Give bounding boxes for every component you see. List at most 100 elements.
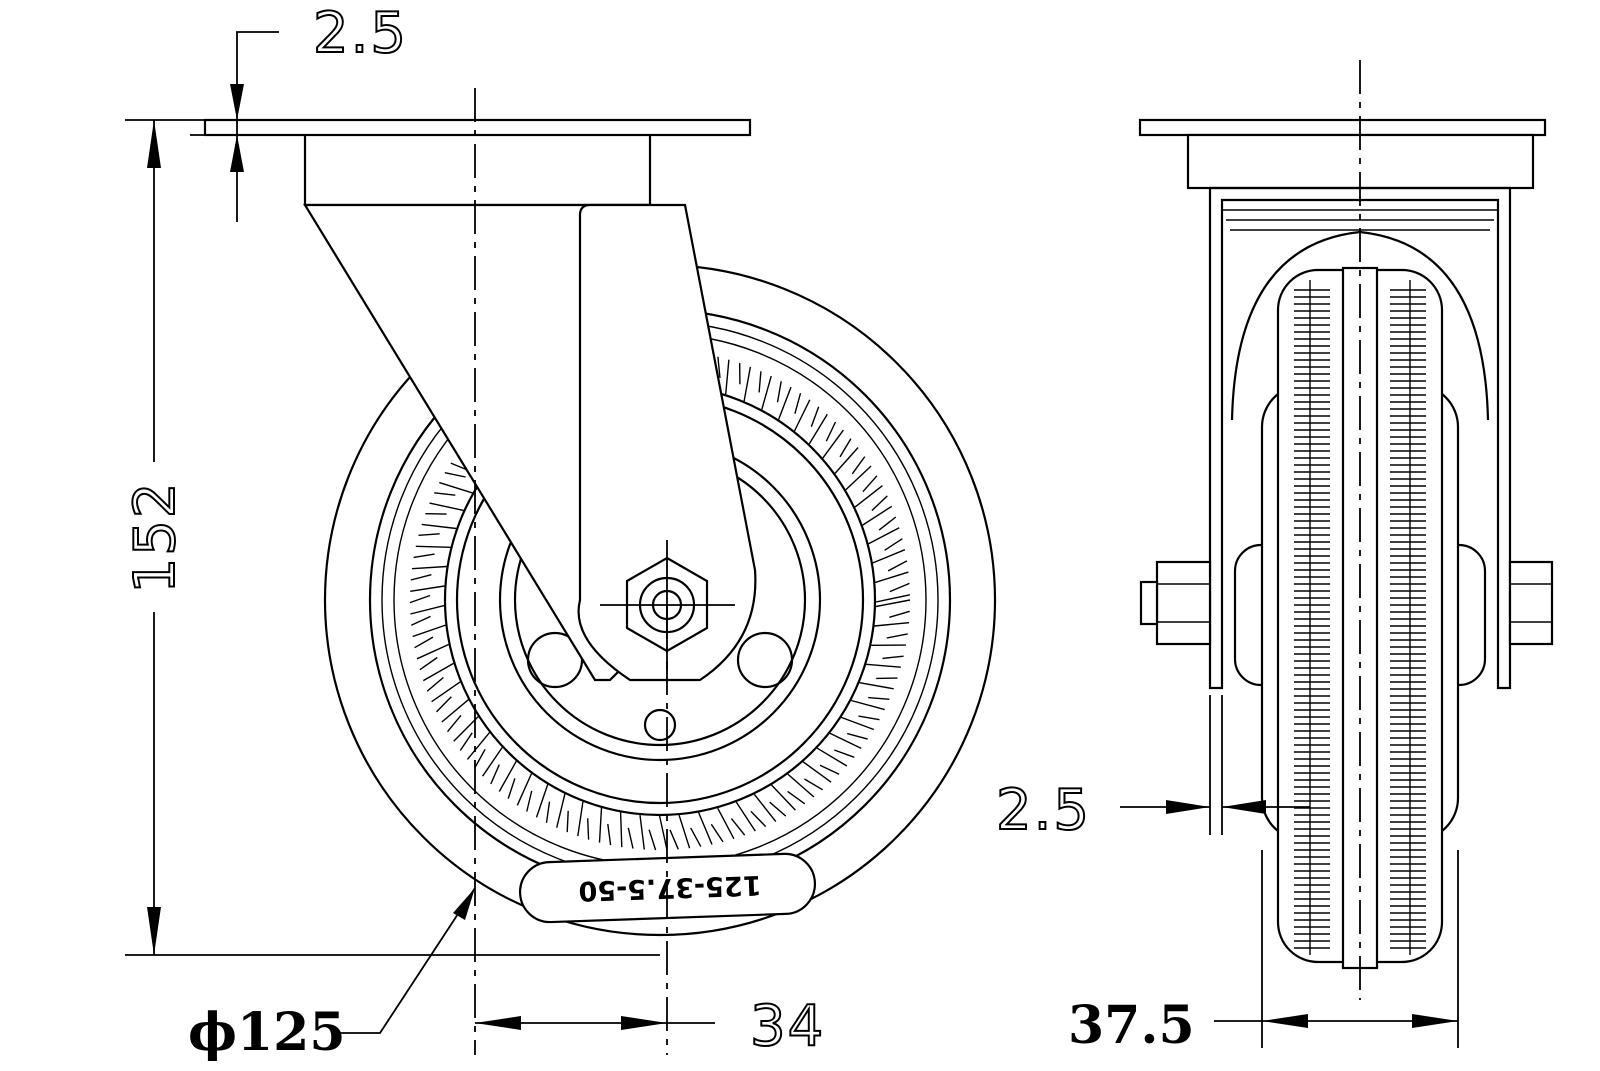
tread-hatch-line <box>887 560 908 572</box>
tread-hatch-line <box>761 375 772 410</box>
tread-hatch-line <box>875 571 909 584</box>
tread-hatch-line <box>875 599 911 608</box>
tread-hatch-line <box>429 502 464 512</box>
fork-leg <box>577 203 757 682</box>
dimension-bracket-thickness: 2.5 <box>995 695 1310 844</box>
tread-hatch-line <box>482 747 503 777</box>
tread-hatch-line <box>875 594 911 603</box>
hub-hole-bottom <box>643 708 677 742</box>
tread-hatch-line <box>410 574 432 581</box>
tread-hatch-line <box>884 538 903 551</box>
tread-hatch-line <box>787 773 815 798</box>
plate-thickness-label: 2.5 <box>313 1 408 66</box>
tread-hatch-line <box>498 760 517 792</box>
tread-hatch-line <box>871 495 888 512</box>
tread-hatch-line <box>415 545 451 548</box>
tread-hatch-line <box>735 801 756 832</box>
tread-hatch-line <box>847 732 868 740</box>
tread-hatch-line <box>710 823 724 843</box>
tread-hatch-line <box>507 778 516 799</box>
tread-hatch-line <box>839 438 852 458</box>
tread-hatch-line <box>412 624 446 638</box>
tread-hatch-line <box>426 676 444 692</box>
tread-hatch-line <box>717 807 735 840</box>
tread-hatch-line <box>862 505 893 526</box>
side-axle-bolt <box>1139 560 1554 646</box>
wheel-marking-text: 125-37.5-50 <box>578 869 762 906</box>
tread-hatch-line <box>804 778 824 791</box>
dimension-total-height: 152 <box>122 119 660 956</box>
tread-hatch-line <box>669 829 679 850</box>
tread-hatch-line <box>418 533 440 536</box>
tread-hatch-line <box>413 553 435 559</box>
wheel-width-label: 37.5 <box>1068 995 1195 1056</box>
tread-hatch-line <box>466 732 491 760</box>
tread-hatch-line <box>859 682 894 690</box>
tread-hatch-line <box>834 447 859 474</box>
tread-hatch-line <box>409 594 431 604</box>
tread-hatch-line <box>490 764 500 785</box>
tread-hatch-line <box>648 829 657 851</box>
tread-hatch-line <box>886 633 908 639</box>
tread-hatch-line <box>776 381 782 403</box>
tread-hatch-line <box>639 815 645 850</box>
tread-hatch-line <box>872 549 906 564</box>
tread-hatch-line <box>690 827 702 847</box>
dimension-plate-thickness: 2.5 <box>190 0 408 222</box>
tread-hatch-line <box>678 814 691 849</box>
tread-hatch-line <box>730 818 746 836</box>
tread-hatch-line <box>439 481 473 494</box>
tread-hatch-line <box>556 793 566 828</box>
tread-hatch-line <box>627 827 634 849</box>
front-view: 125-37.5-50 <box>203 88 997 1055</box>
tread-hatch-line <box>411 615 431 626</box>
side-top-plate <box>1138 118 1547 137</box>
tread-hatch-line <box>459 732 473 751</box>
tread-hatch-line <box>868 527 900 545</box>
swivel-offset-label: 34 <box>750 994 825 1059</box>
tread-hatch-line <box>434 492 456 496</box>
tread-hatch-line <box>822 429 844 459</box>
tread-hatch-line <box>777 386 792 420</box>
tread-hatch-line <box>829 732 862 750</box>
tread-hatch-line <box>422 662 454 682</box>
swivel-housing <box>303 131 652 682</box>
tread-hatch-line <box>410 604 445 615</box>
tread-hatch-line <box>411 565 447 570</box>
tread-hatch-line <box>802 761 832 783</box>
tread-hatch-line <box>526 790 533 812</box>
tread-hatch-line <box>535 784 549 818</box>
tread-hatch-line <box>474 748 486 769</box>
tread-hatch-line <box>431 681 461 703</box>
tread-hatch-line <box>750 810 767 828</box>
tread-hatch-line <box>725 359 730 395</box>
tread-hatch-line <box>697 812 713 845</box>
tread-hatch-line <box>825 421 837 442</box>
tread-hatch-line <box>410 585 445 592</box>
tread-hatch-line <box>743 366 752 402</box>
tread-hatch-line <box>854 485 883 508</box>
tread-hatch-line <box>441 699 469 723</box>
tread-hatch-line <box>758 371 762 393</box>
tread-hatch-line <box>717 356 721 379</box>
tread-hatch-line <box>882 655 904 660</box>
tread-hatch-line <box>607 823 612 846</box>
tread-hatch-line <box>444 472 466 478</box>
tread-hatch-line <box>889 610 910 618</box>
tread-hatch-line <box>769 801 787 817</box>
tread-hatch-line <box>845 465 872 491</box>
total-height-label: 152 <box>123 481 188 594</box>
tread-hatch-line <box>862 475 878 493</box>
dimension-swivel-offset: 34 <box>475 993 825 1060</box>
tread-hatch-line <box>851 699 885 711</box>
tread-hatch-line <box>874 622 910 627</box>
tread-hatch-line <box>421 523 457 530</box>
tread-hatch-line <box>841 716 875 731</box>
tread-hatch-line <box>787 790 806 805</box>
tread-hatch-line <box>889 582 910 593</box>
tread-hatch-line <box>793 399 811 432</box>
tread-hatch-line <box>819 764 840 775</box>
tread-hatch-line <box>808 413 828 445</box>
tread-hatch-line <box>834 749 855 758</box>
